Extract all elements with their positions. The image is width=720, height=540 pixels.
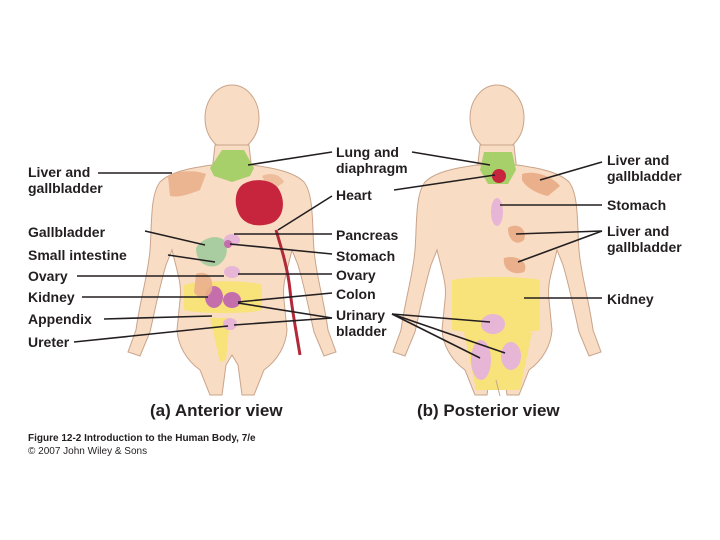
label-ureter: Ureter <box>28 334 70 350</box>
posterior-heart-area <box>492 169 506 183</box>
anterior-head <box>204 84 260 152</box>
posterior-sacrum-shape <box>495 379 501 397</box>
label-urinary-bladder: Urinary bladder <box>336 307 387 339</box>
anterior-body <box>127 84 337 396</box>
anterior-lung-area <box>210 150 254 182</box>
leader-gallbladder-left <box>144 230 206 246</box>
posterior-stomach-area <box>491 198 503 226</box>
label-stomach-right: Stomach <box>607 197 667 213</box>
anterior-stomach-area <box>224 240 232 248</box>
label-ovary-left: Ovary <box>28 268 68 284</box>
anterior-liver-side <box>194 272 213 298</box>
leader-lung-diaphragm-a <box>247 151 333 166</box>
leader-liver-gallbladder-right-1 <box>539 161 603 181</box>
posterior-bladder-left <box>471 340 491 380</box>
leader-urinary-d <box>391 313 506 354</box>
anterior-heart-area <box>235 180 283 226</box>
posterior-body <box>392 84 602 397</box>
leader-urinary-b <box>233 317 333 326</box>
posterior-head <box>469 84 525 152</box>
label-colon: Colon <box>336 286 376 302</box>
leader-ureter <box>73 325 229 343</box>
label-gallbladder: Gallbladder <box>28 224 106 240</box>
leader-liver-gallbladder-right-2b <box>517 230 603 263</box>
leader-urinary-c <box>391 313 481 359</box>
leader-liver-gallbladder-right-2a <box>515 230 603 235</box>
label-stomach-center: Stomach <box>336 248 396 264</box>
figure-credit-line1: Figure 12-2 Introduction to the Human Bo… <box>28 433 256 444</box>
leader-stomach-center <box>229 243 333 255</box>
label-liver-gallbladder-posterior-1: Liver and gallbladder <box>607 152 682 184</box>
leader-lines <box>73 151 603 359</box>
anterior-liver-shoulder <box>168 171 206 197</box>
label-lung-diaphragm: Lung and diaphragm <box>336 144 408 176</box>
label-pancreas: Pancreas <box>336 227 399 243</box>
label-ovary-center: Ovary <box>336 267 376 283</box>
leader-urinary-a <box>237 302 333 319</box>
posterior-view-title: (b) Posterior view <box>417 401 560 420</box>
leader-heart-a <box>277 195 333 231</box>
leader-small-intestine <box>167 254 216 263</box>
anterior-bladder-area <box>223 318 237 330</box>
posterior-bladder-area <box>481 314 505 334</box>
figure-credit-line2: © 2007 John Wiley & Sons <box>28 446 148 457</box>
label-appendix: Appendix <box>28 311 92 327</box>
label-liver-gallbladder-anterior: Liver and gallbladder <box>28 164 103 196</box>
anterior-lower-yellow <box>210 318 230 362</box>
anterior-ovary-area <box>224 266 240 278</box>
leader-urinary-e <box>391 313 491 323</box>
posterior-kidney-band <box>452 277 540 333</box>
label-heart: Heart <box>336 187 372 203</box>
anterior-torso <box>127 164 337 396</box>
label-kidney-right: Kidney <box>607 291 654 307</box>
leader-lung-diaphragm-b <box>411 151 491 166</box>
label-kidney-left: Kidney <box>28 289 75 305</box>
posterior-bladder-right <box>501 342 521 370</box>
posterior-liver-shoulder <box>522 172 560 196</box>
label-liver-gallbladder-posterior-2: Liver and gallbladder <box>607 223 682 255</box>
leader-appendix <box>103 315 213 320</box>
leader-heart-b <box>393 174 496 191</box>
anterior-view-title: (a) Anterior view <box>150 401 283 420</box>
leader-colon <box>237 292 333 303</box>
anterior-colon-spot <box>223 292 241 308</box>
label-small-intestine: Small intestine <box>28 247 127 263</box>
